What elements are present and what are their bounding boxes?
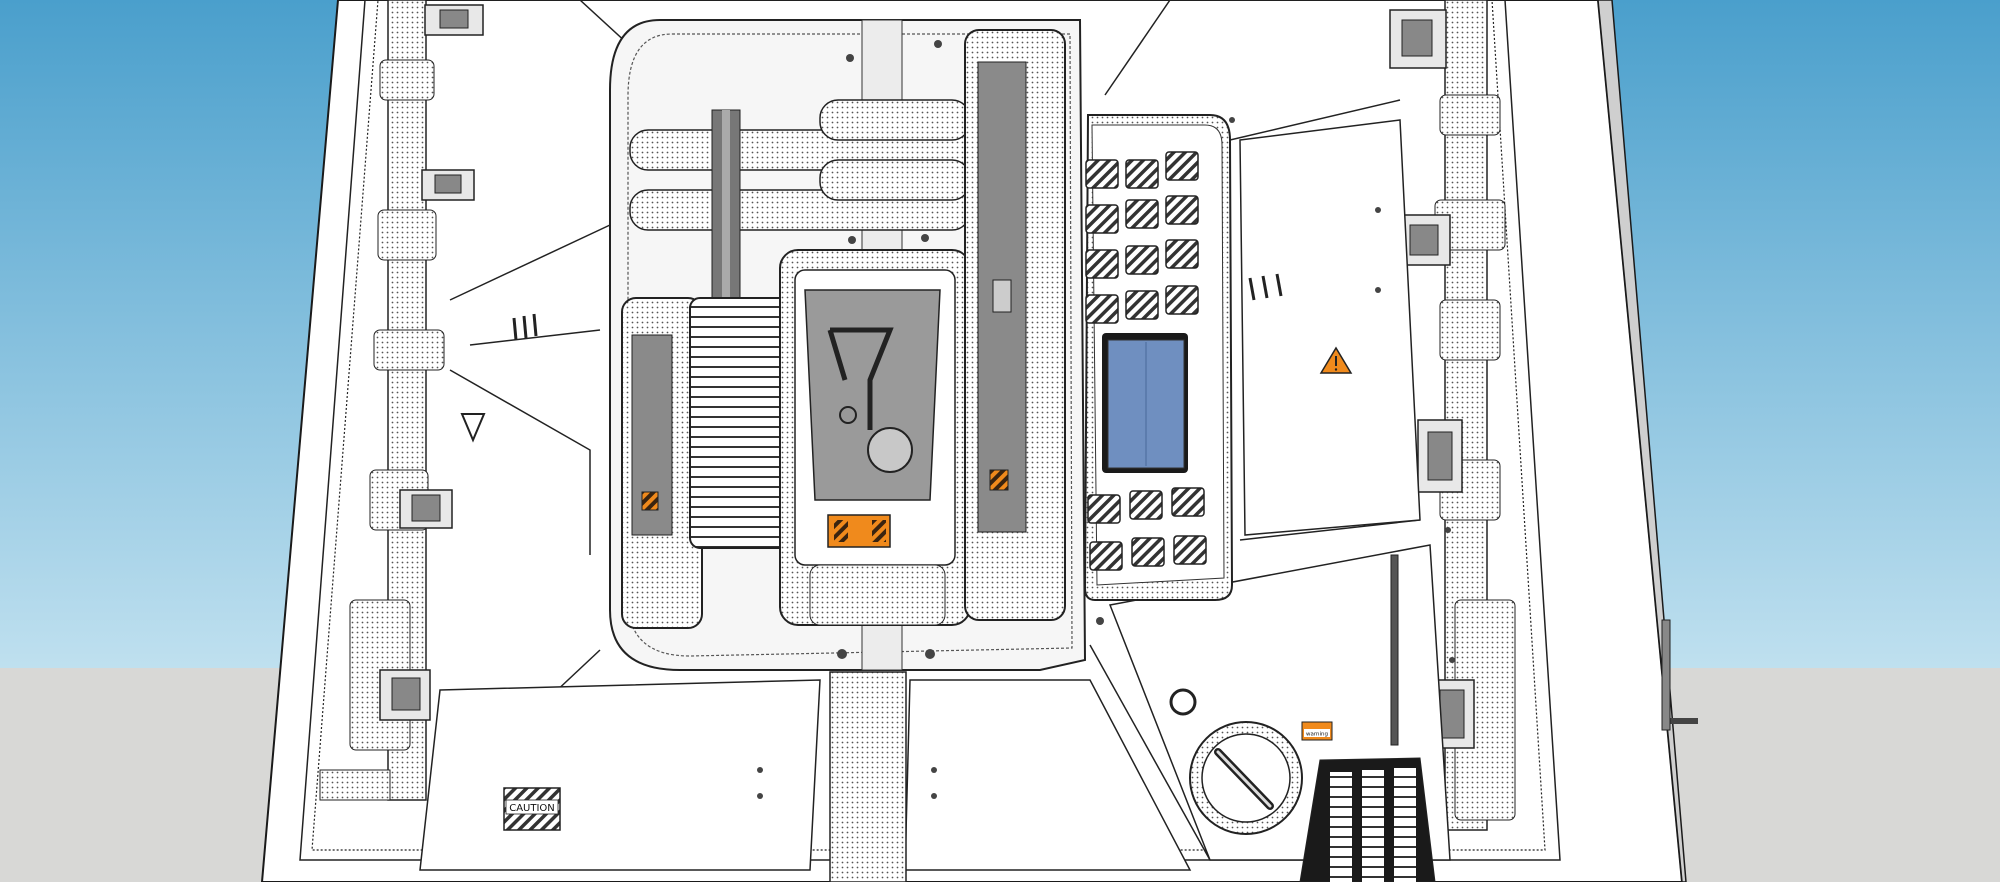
right-pipe: [1389, 0, 1516, 831]
panel-inner-frame-2: [311, 0, 1546, 851]
caution-decal: CAUTION: [503, 787, 561, 831]
center-module: [779, 249, 971, 626]
left-pipe: [319, 0, 484, 801]
vertical-rail: [1390, 554, 1399, 746]
keypad-key-10[interactable]: [1085, 294, 1119, 324]
keypad-key-2[interactable]: [1125, 159, 1159, 189]
indicator-ring: [1169, 688, 1197, 716]
lever-handle[interactable]: [827, 327, 894, 430]
warning-triangle-icon: [1319, 346, 1353, 374]
left-module: [621, 297, 791, 629]
right-tall-module: [964, 29, 1066, 621]
panel-inner-frame: [299, 0, 1561, 861]
rotary-dial[interactable]: [1189, 721, 1303, 835]
display-screen[interactable]: [1102, 333, 1188, 473]
keypad-key-1[interactable]: [1085, 159, 1119, 189]
warning-label: warning: [1306, 732, 1328, 738]
floor-grill: [1299, 757, 1436, 882]
right-mid-plate: [1239, 119, 1421, 536]
tick-marks: [512, 273, 1283, 341]
keypad-key-13[interactable]: [1087, 494, 1121, 524]
keypad-key-3[interactable]: [1165, 151, 1199, 181]
keypad-key-6[interactable]: [1165, 195, 1199, 225]
lower-left-plate: [419, 679, 821, 871]
side-bracket: [1661, 619, 1671, 731]
keypad-key-7[interactable]: [1085, 249, 1119, 279]
bolts: [757, 40, 1455, 799]
keypad-key-14[interactable]: [1129, 490, 1163, 520]
keypad-key-9[interactable]: [1165, 239, 1199, 269]
keypad-key-11[interactable]: [1125, 290, 1159, 320]
side-knob: [1668, 718, 1698, 724]
lower-center-column: [829, 671, 907, 882]
warning-decal: warning: [1301, 721, 1333, 741]
keypad-key-15[interactable]: [1171, 487, 1205, 517]
keypad-key-18[interactable]: [1173, 535, 1207, 565]
down-triangle-icon: [460, 413, 486, 443]
keypad-key-16[interactable]: [1089, 541, 1123, 571]
keypad-key-17[interactable]: [1131, 537, 1165, 567]
caution-label: CAUTION: [509, 803, 555, 814]
keypad-key-4[interactable]: [1085, 204, 1119, 234]
keypad-buttons[interactable]: [1085, 151, 1207, 571]
keypad-key-8[interactable]: [1125, 245, 1159, 275]
keypad-key-12[interactable]: [1165, 285, 1199, 315]
keypad-key-5[interactable]: [1125, 199, 1159, 229]
